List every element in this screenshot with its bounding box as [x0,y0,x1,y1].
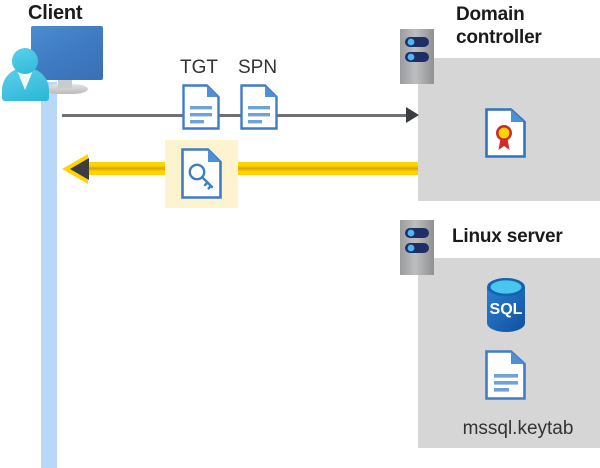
arrow-right-icon [406,107,419,123]
document-icon [240,84,278,130]
certificate-document-icon [485,108,526,158]
server-rack-icon [400,29,434,84]
domain-controller-title-line1: Domain [456,4,525,25]
request-arrow-line [62,114,410,117]
key-document-icon [181,148,222,199]
monitor-neck-icon [58,78,72,88]
svg-text:SQL: SQL [490,301,523,318]
linux-server-title: Linux server [452,226,563,247]
domain-controller-title-line2: controller [456,27,542,48]
client-lifeline [41,82,57,468]
document-icon [485,350,526,400]
server-rack-icon [400,220,434,275]
monitor-screen-icon [31,26,103,80]
arrow-left-icon-inner [70,158,89,180]
document-icon [182,84,220,130]
sql-database-icon: SQL [482,277,530,333]
spn-label: SPN [238,57,278,78]
user-head-icon [12,48,38,74]
response-arrow-line [78,162,418,175]
monitor-base-icon [44,84,88,94]
tgt-label: TGT [180,57,218,78]
keytab-filename-label: mssql.keytab [462,418,574,439]
domain-controller-title: Domain controller [456,3,596,49]
client-label: Client [28,2,83,24]
